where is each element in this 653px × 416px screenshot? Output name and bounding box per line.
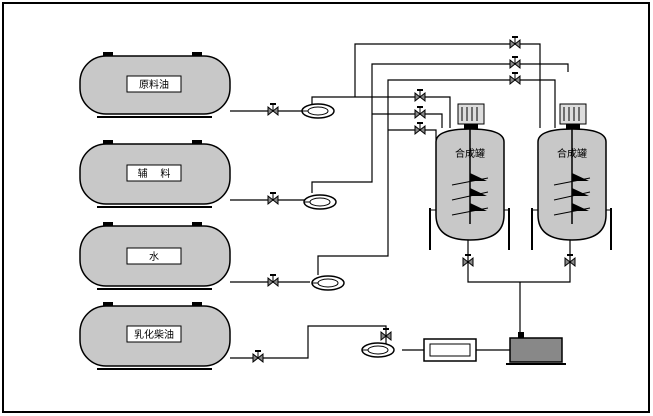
- tank-label-box: [126, 164, 182, 182]
- tank-label-water: 水: [149, 251, 159, 263]
- filter-unit: [423, 338, 477, 362]
- tank-label-raw-oil: 原料油: [139, 78, 169, 91]
- valve-icon[interactable]: [414, 88, 426, 102]
- pumps: [301, 103, 395, 358]
- emulsifier-machine: [506, 332, 566, 365]
- valve-icon[interactable]: [252, 349, 264, 363]
- valve-icon[interactable]: [414, 105, 426, 119]
- tank-label-box: [126, 325, 182, 343]
- valve-icon[interactable]: [509, 71, 521, 85]
- pipe: [311, 96, 420, 104]
- piping: [230, 43, 571, 359]
- tank-emulsified-diesel: 乳化柴油: [79, 302, 231, 370]
- reactor-1: 合成罐: [429, 103, 510, 250]
- valve-icon[interactable]: [509, 55, 521, 69]
- reactor-label: 合成罐: [455, 147, 485, 160]
- pipe: [230, 325, 387, 359]
- tank-label-box: [126, 247, 182, 265]
- tank-label-box: [126, 75, 182, 93]
- valve-icon[interactable]: [414, 121, 426, 135]
- pipe: [354, 43, 541, 128]
- valve-icon[interactable]: [267, 191, 279, 205]
- tank-raw-oil: 原料油: [79, 52, 231, 118]
- valve-icon[interactable]: [267, 102, 279, 116]
- tank-water: 水: [79, 222, 231, 290]
- tank-auxiliary: 辅 料: [79, 140, 231, 208]
- pump-icon[interactable]: [361, 342, 395, 358]
- pump-icon[interactable]: [301, 103, 335, 119]
- valves: [252, 35, 576, 363]
- valve-icon[interactable]: [267, 273, 279, 287]
- reactor-label: 合成罐: [557, 147, 587, 160]
- pipe: [420, 96, 451, 128]
- pump-icon[interactable]: [303, 194, 337, 210]
- pipe: [311, 63, 569, 193]
- tank-label-emulsified-diesel: 乳化柴油: [134, 328, 174, 341]
- pipe: [420, 113, 443, 128]
- valve-icon[interactable]: [509, 35, 521, 49]
- pump-icon[interactable]: [311, 275, 345, 291]
- pipe: [317, 79, 556, 275]
- reactor-2: 合成罐: [531, 103, 612, 250]
- pipe: [467, 240, 571, 283]
- tank-label-auxiliary: 辅 料: [138, 167, 171, 180]
